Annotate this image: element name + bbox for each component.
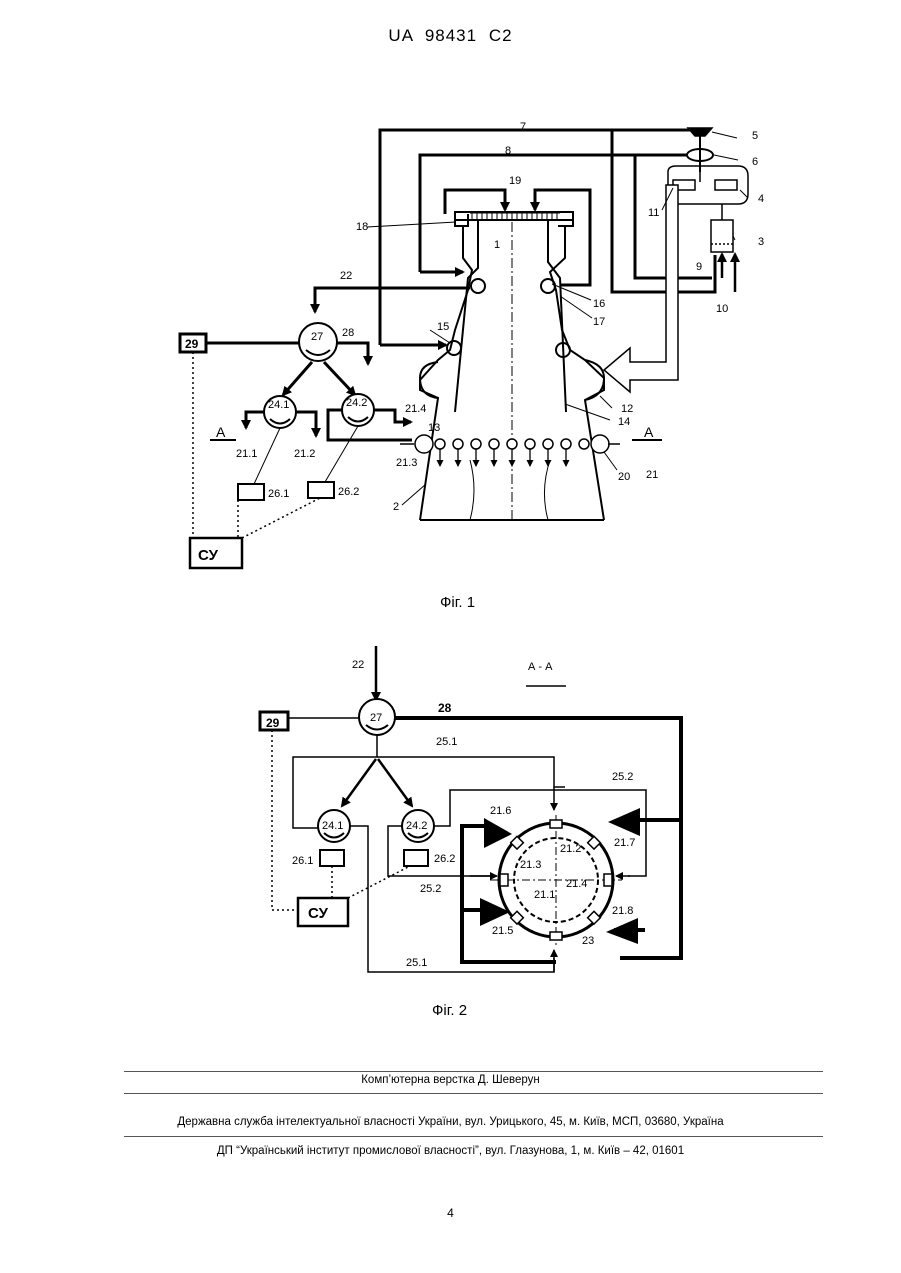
label-su-fig2: СУ	[308, 905, 329, 922]
label-21-7: 21.7	[614, 837, 635, 849]
label-21-2-fig2: 21.2	[560, 843, 581, 855]
label-25-2-top: 25.2	[612, 771, 633, 783]
branch-24-2-fig2	[378, 759, 412, 806]
label-28-fig2: 28	[438, 701, 452, 715]
label-21-6: 21.6	[490, 805, 511, 817]
arrow-21-8-head	[606, 918, 638, 944]
figure-2-caption: Фіг. 2	[432, 1002, 467, 1019]
section-title-fig2: А - А	[528, 661, 553, 673]
label-25-1-bottom: 25.1	[406, 957, 427, 969]
label-26-1-fig2: 26.1	[292, 855, 313, 867]
sensor-26-2-fig2	[404, 850, 428, 866]
figure-2-diagram: 22 27 28 29 25.1 25.2 24.1 24.2 26.1 26.…	[0, 0, 901, 1060]
label-21-5: 21.5	[492, 925, 513, 937]
footer-rule-3	[124, 1136, 823, 1137]
label-24-2-fig2: 24.2	[406, 820, 427, 832]
footer-typesetter: Комп’ютерна верстка Д. Шеверун	[0, 1074, 901, 1086]
footer-rule-1	[124, 1071, 823, 1072]
label-25-2-mid: 25.2	[420, 883, 441, 895]
label-27-fig2: 27	[370, 712, 382, 724]
label-26-2-fig2: 26.2	[434, 853, 455, 865]
label-21-3-fig2: 21.3	[520, 859, 541, 871]
arrow-21-6-in	[484, 818, 512, 848]
footer-agency: Державна служба інтелектуальної власност…	[0, 1116, 901, 1128]
label-23: 23	[582, 935, 594, 947]
branch-24-1-fig2	[342, 759, 376, 806]
label-21-1-fig2: 21.1	[534, 889, 555, 901]
label-29-fig2: 29	[266, 716, 280, 730]
footer-rule-2	[124, 1093, 823, 1094]
pipe-25-1-top	[377, 757, 565, 787]
footer-institute: ДП “Український інститут промислової вла…	[0, 1145, 901, 1157]
label-21-8: 21.8	[612, 905, 633, 917]
arrow-21-7-in	[608, 808, 640, 836]
label-21-4-fig2: 21.4	[566, 878, 587, 890]
label-24-1-fig2: 24.1	[322, 820, 343, 832]
arrow-21-5-in	[480, 898, 510, 926]
label-25-1-top: 25.1	[436, 736, 457, 748]
pipe-25-1-bottom	[350, 826, 554, 972]
pipe-28-fig2	[395, 718, 681, 958]
label-22-fig2: 22	[352, 659, 364, 671]
sensor-26-1-fig2	[320, 850, 344, 866]
page-number: 4	[0, 1206, 901, 1220]
